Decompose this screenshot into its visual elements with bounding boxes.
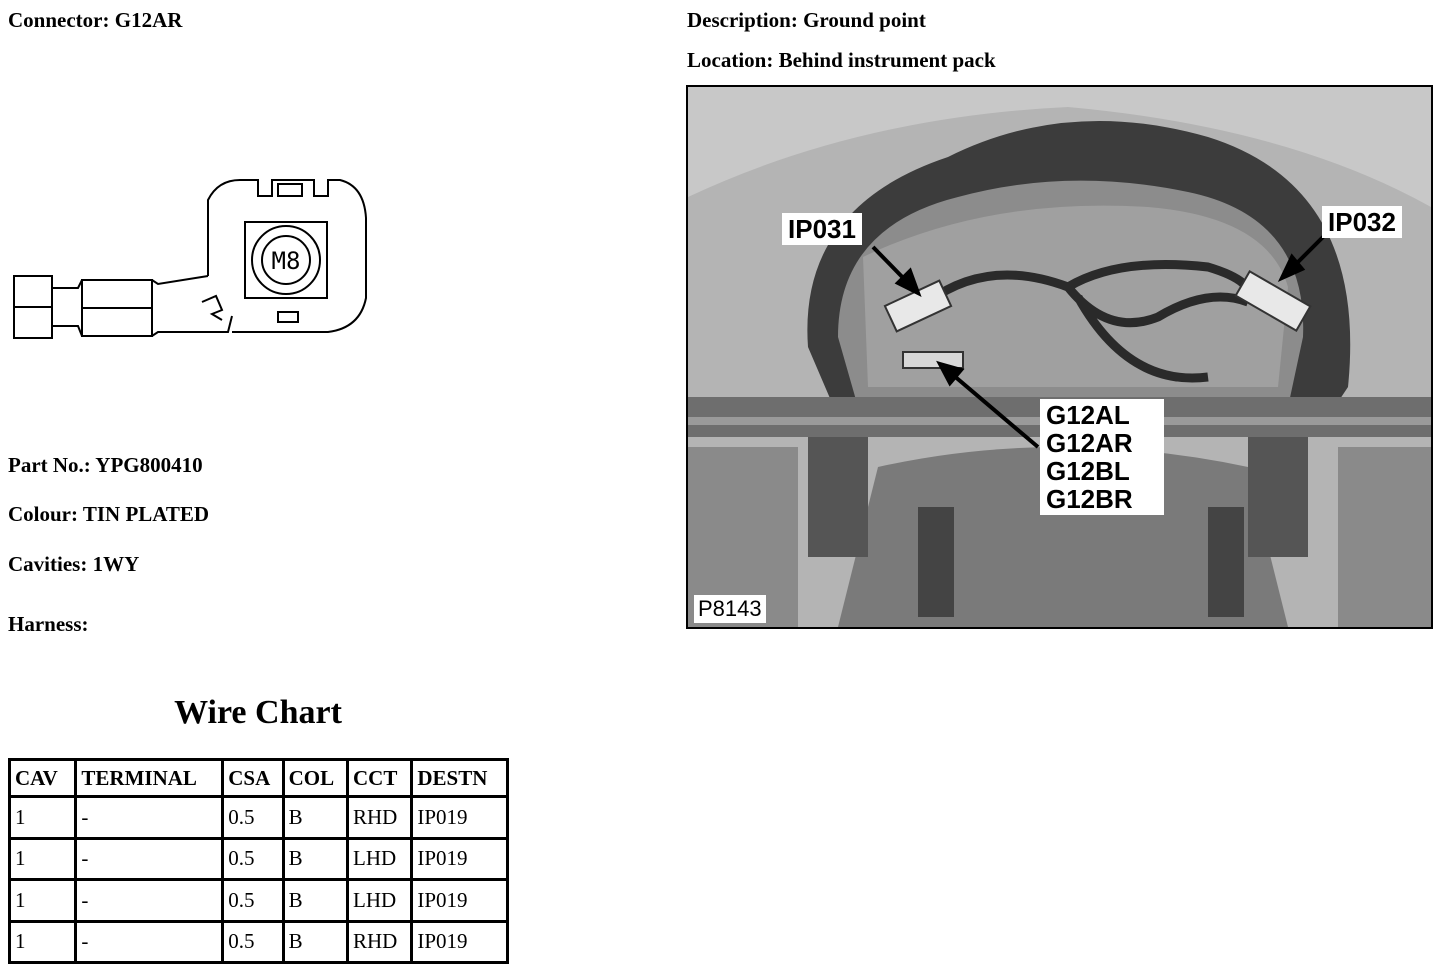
- location-value: Behind instrument pack: [778, 48, 996, 72]
- column-header-col: COL: [281, 758, 350, 798]
- callout-ground-points: G12AL G12AR G12BL G12BR: [1040, 399, 1164, 515]
- photo-code: P8143: [694, 595, 766, 623]
- description-label: Description:: [687, 8, 798, 32]
- cavities-label: Cavities:: [8, 552, 88, 576]
- cell-cav: 1: [7, 836, 78, 881]
- column-header-cct: CCT: [345, 758, 414, 798]
- location-label: Location:: [687, 48, 774, 72]
- callout-ip032: IP032: [1322, 206, 1402, 238]
- colour-value: TIN PLATED: [82, 502, 210, 526]
- table-row: 1 - 0.5 B LHD IP019: [7, 878, 509, 923]
- callout-ip031: IP031: [782, 213, 862, 245]
- location-field: Location: Behind instrument pack: [687, 48, 996, 72]
- cell-cav: 1: [7, 919, 78, 964]
- cell-cav: 1: [7, 795, 78, 840]
- cell-col: B: [281, 795, 350, 840]
- harness-label: Harness:: [8, 612, 89, 636]
- callout-g12ar: G12AR: [1046, 428, 1133, 458]
- cell-col: B: [281, 878, 350, 923]
- cell-cav: 1: [7, 878, 78, 923]
- wire-chart-table: CAV TERMINAL CSA COL CCT DESTN 1 - 0.5 B…: [7, 758, 509, 964]
- part-no-field: Part No.: YPG800410: [8, 453, 203, 477]
- table-header-row: CAV TERMINAL CSA COL CCT DESTN: [7, 758, 509, 798]
- harness-field: Harness:: [8, 612, 89, 636]
- cell-cct: RHD: [345, 919, 414, 964]
- terminal-size-label: M8: [272, 247, 301, 275]
- colour-label: Colour:: [8, 502, 78, 526]
- callout-g12br: G12BR: [1046, 484, 1133, 514]
- part-no-label: Part No.:: [8, 453, 91, 477]
- wire-chart-title: Wire Chart: [174, 694, 342, 731]
- column-header-cav: CAV: [7, 758, 78, 798]
- description-value: Ground point: [803, 8, 926, 32]
- connector-diagram: M8: [13, 179, 367, 339]
- location-photo: IP031 IP032 G12AL G12AR G12BL G12BR P814…: [686, 85, 1433, 629]
- cell-csa: 0.5: [221, 795, 285, 840]
- cell-csa: 0.5: [221, 919, 285, 964]
- connector-field: Connector: G12AR: [8, 8, 182, 32]
- dashboard-illustration: [688, 87, 1431, 627]
- table-row: 1 - 0.5 B RHD IP019: [7, 919, 509, 964]
- cell-cct: RHD: [345, 795, 414, 840]
- cell-terminal: -: [74, 836, 225, 881]
- connector-value: G12AR: [114, 8, 183, 32]
- part-no-value: YPG800410: [95, 453, 203, 477]
- connector-label: Connector:: [8, 8, 110, 32]
- cell-csa: 0.5: [221, 878, 285, 923]
- cell-terminal: -: [74, 919, 225, 964]
- colour-field: Colour: TIN PLATED: [8, 502, 209, 526]
- cell-destn: IP019: [410, 795, 509, 840]
- table-row: 1 - 0.5 B RHD IP019: [7, 795, 509, 840]
- column-header-terminal: TERMINAL: [74, 758, 225, 798]
- cell-destn: IP019: [410, 836, 509, 881]
- cell-destn: IP019: [410, 878, 509, 923]
- column-header-destn: DESTN: [410, 758, 509, 798]
- cell-col: B: [281, 919, 350, 964]
- cell-terminal: -: [74, 878, 225, 923]
- callout-g12al: G12AL: [1046, 400, 1130, 430]
- cavities-value: 1WY: [92, 552, 140, 576]
- cell-terminal: -: [74, 795, 225, 840]
- callout-g12bl: G12BL: [1046, 456, 1130, 486]
- cell-col: B: [281, 836, 350, 881]
- cavities-field: Cavities: 1WY: [8, 552, 139, 576]
- description-field: Description: Ground point: [687, 8, 926, 32]
- cell-cct: LHD: [345, 878, 414, 923]
- cell-csa: 0.5: [221, 836, 285, 881]
- column-header-csa: CSA: [221, 758, 285, 798]
- cell-destn: IP019: [410, 919, 509, 964]
- cell-cct: LHD: [345, 836, 414, 881]
- table-row: 1 - 0.5 B LHD IP019: [7, 836, 509, 881]
